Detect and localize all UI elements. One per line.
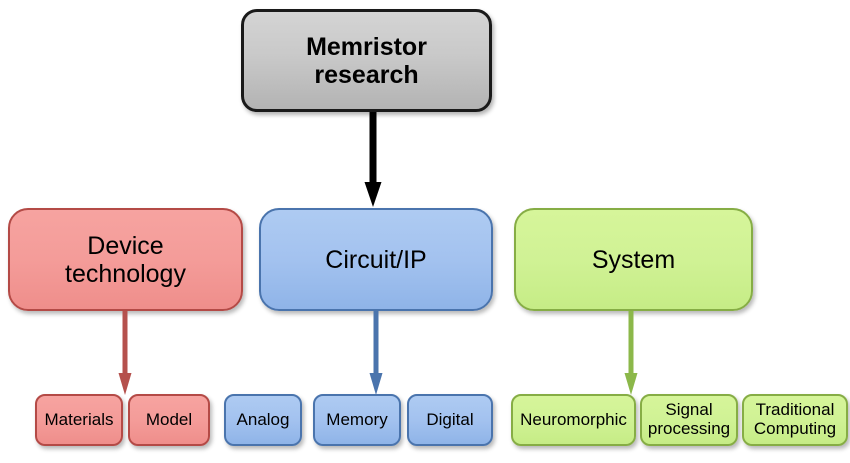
device-technology-branch-arrow: [117, 311, 133, 396]
node-model: Model: [128, 394, 210, 446]
node-analog-label: Analog: [236, 410, 290, 430]
circuit-ip-branch-arrow: [368, 311, 384, 396]
node-model-label: Model: [145, 410, 193, 430]
node-analog: Analog: [224, 394, 302, 446]
root-to-circuit-arrow: [362, 112, 384, 208]
node-neuromorphic-label: Neuromorphic: [520, 410, 627, 430]
node-system-label: System: [591, 245, 676, 274]
node-system: System: [514, 208, 753, 311]
node-neuromorphic: Neuromorphic: [511, 394, 636, 446]
node-digital-label: Digital: [426, 410, 474, 430]
node-memory: Memory: [313, 394, 401, 446]
node-materials-label: Materials: [44, 410, 114, 430]
node-memory-label: Memory: [326, 410, 388, 430]
system-branch-arrow: [623, 311, 639, 396]
node-circuit-ip-label: Circuit/IP: [325, 245, 427, 274]
node-digital: Digital: [407, 394, 493, 446]
node-materials: Materials: [35, 394, 123, 446]
node-circuit-ip: Circuit/IP: [259, 208, 493, 311]
